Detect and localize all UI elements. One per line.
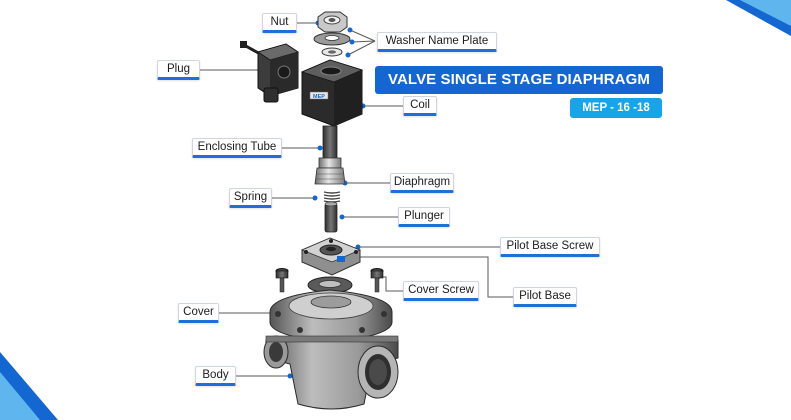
part-washer-name-plate [313, 32, 351, 57]
model-number-badge: MEP - 16 -18 [570, 98, 662, 118]
label-washer-name-plate: Washer Name Plate [377, 32, 497, 52]
part-spring [323, 191, 341, 203]
label-coil: Coil [403, 96, 437, 116]
label-pilot-base: Pilot Base [513, 287, 577, 307]
part-coil [300, 59, 364, 127]
corner-decoration-top-right [726, 0, 791, 36]
label-plunger: Plunger [398, 207, 450, 227]
part-pilot-base [300, 237, 362, 276]
label-plug: Plug [157, 60, 200, 80]
part-enclosing-tube [314, 125, 346, 185]
label-body: Body [195, 366, 236, 386]
label-cover: Cover [178, 303, 219, 323]
coil-brand-plate: MEP [313, 94, 325, 100]
part-nut [317, 11, 348, 33]
part-diaphragm-disc [307, 276, 353, 294]
part-plug [240, 41, 299, 103]
diagram-title: VALVE SINGLE STAGE DIAPHRAGM [375, 66, 663, 94]
label-spring: Spring [229, 188, 272, 208]
part-body [263, 335, 399, 410]
label-pilot-base-screw: Pilot Base Screw [500, 237, 600, 257]
part-cover-screw-left [275, 268, 289, 293]
label-enclosing-tube: Enclosing Tube [192, 138, 282, 158]
part-plunger [324, 201, 338, 233]
label-cover-screw: Cover Screw [403, 281, 479, 301]
leader-lines [200, 22, 513, 377]
label-nut: Nut [262, 13, 297, 33]
part-cover-screw-right [370, 268, 384, 293]
part-cover [269, 289, 393, 343]
corner-decoration-bottom-left [0, 352, 58, 420]
label-diaphragm: Diaphragm [390, 173, 454, 193]
